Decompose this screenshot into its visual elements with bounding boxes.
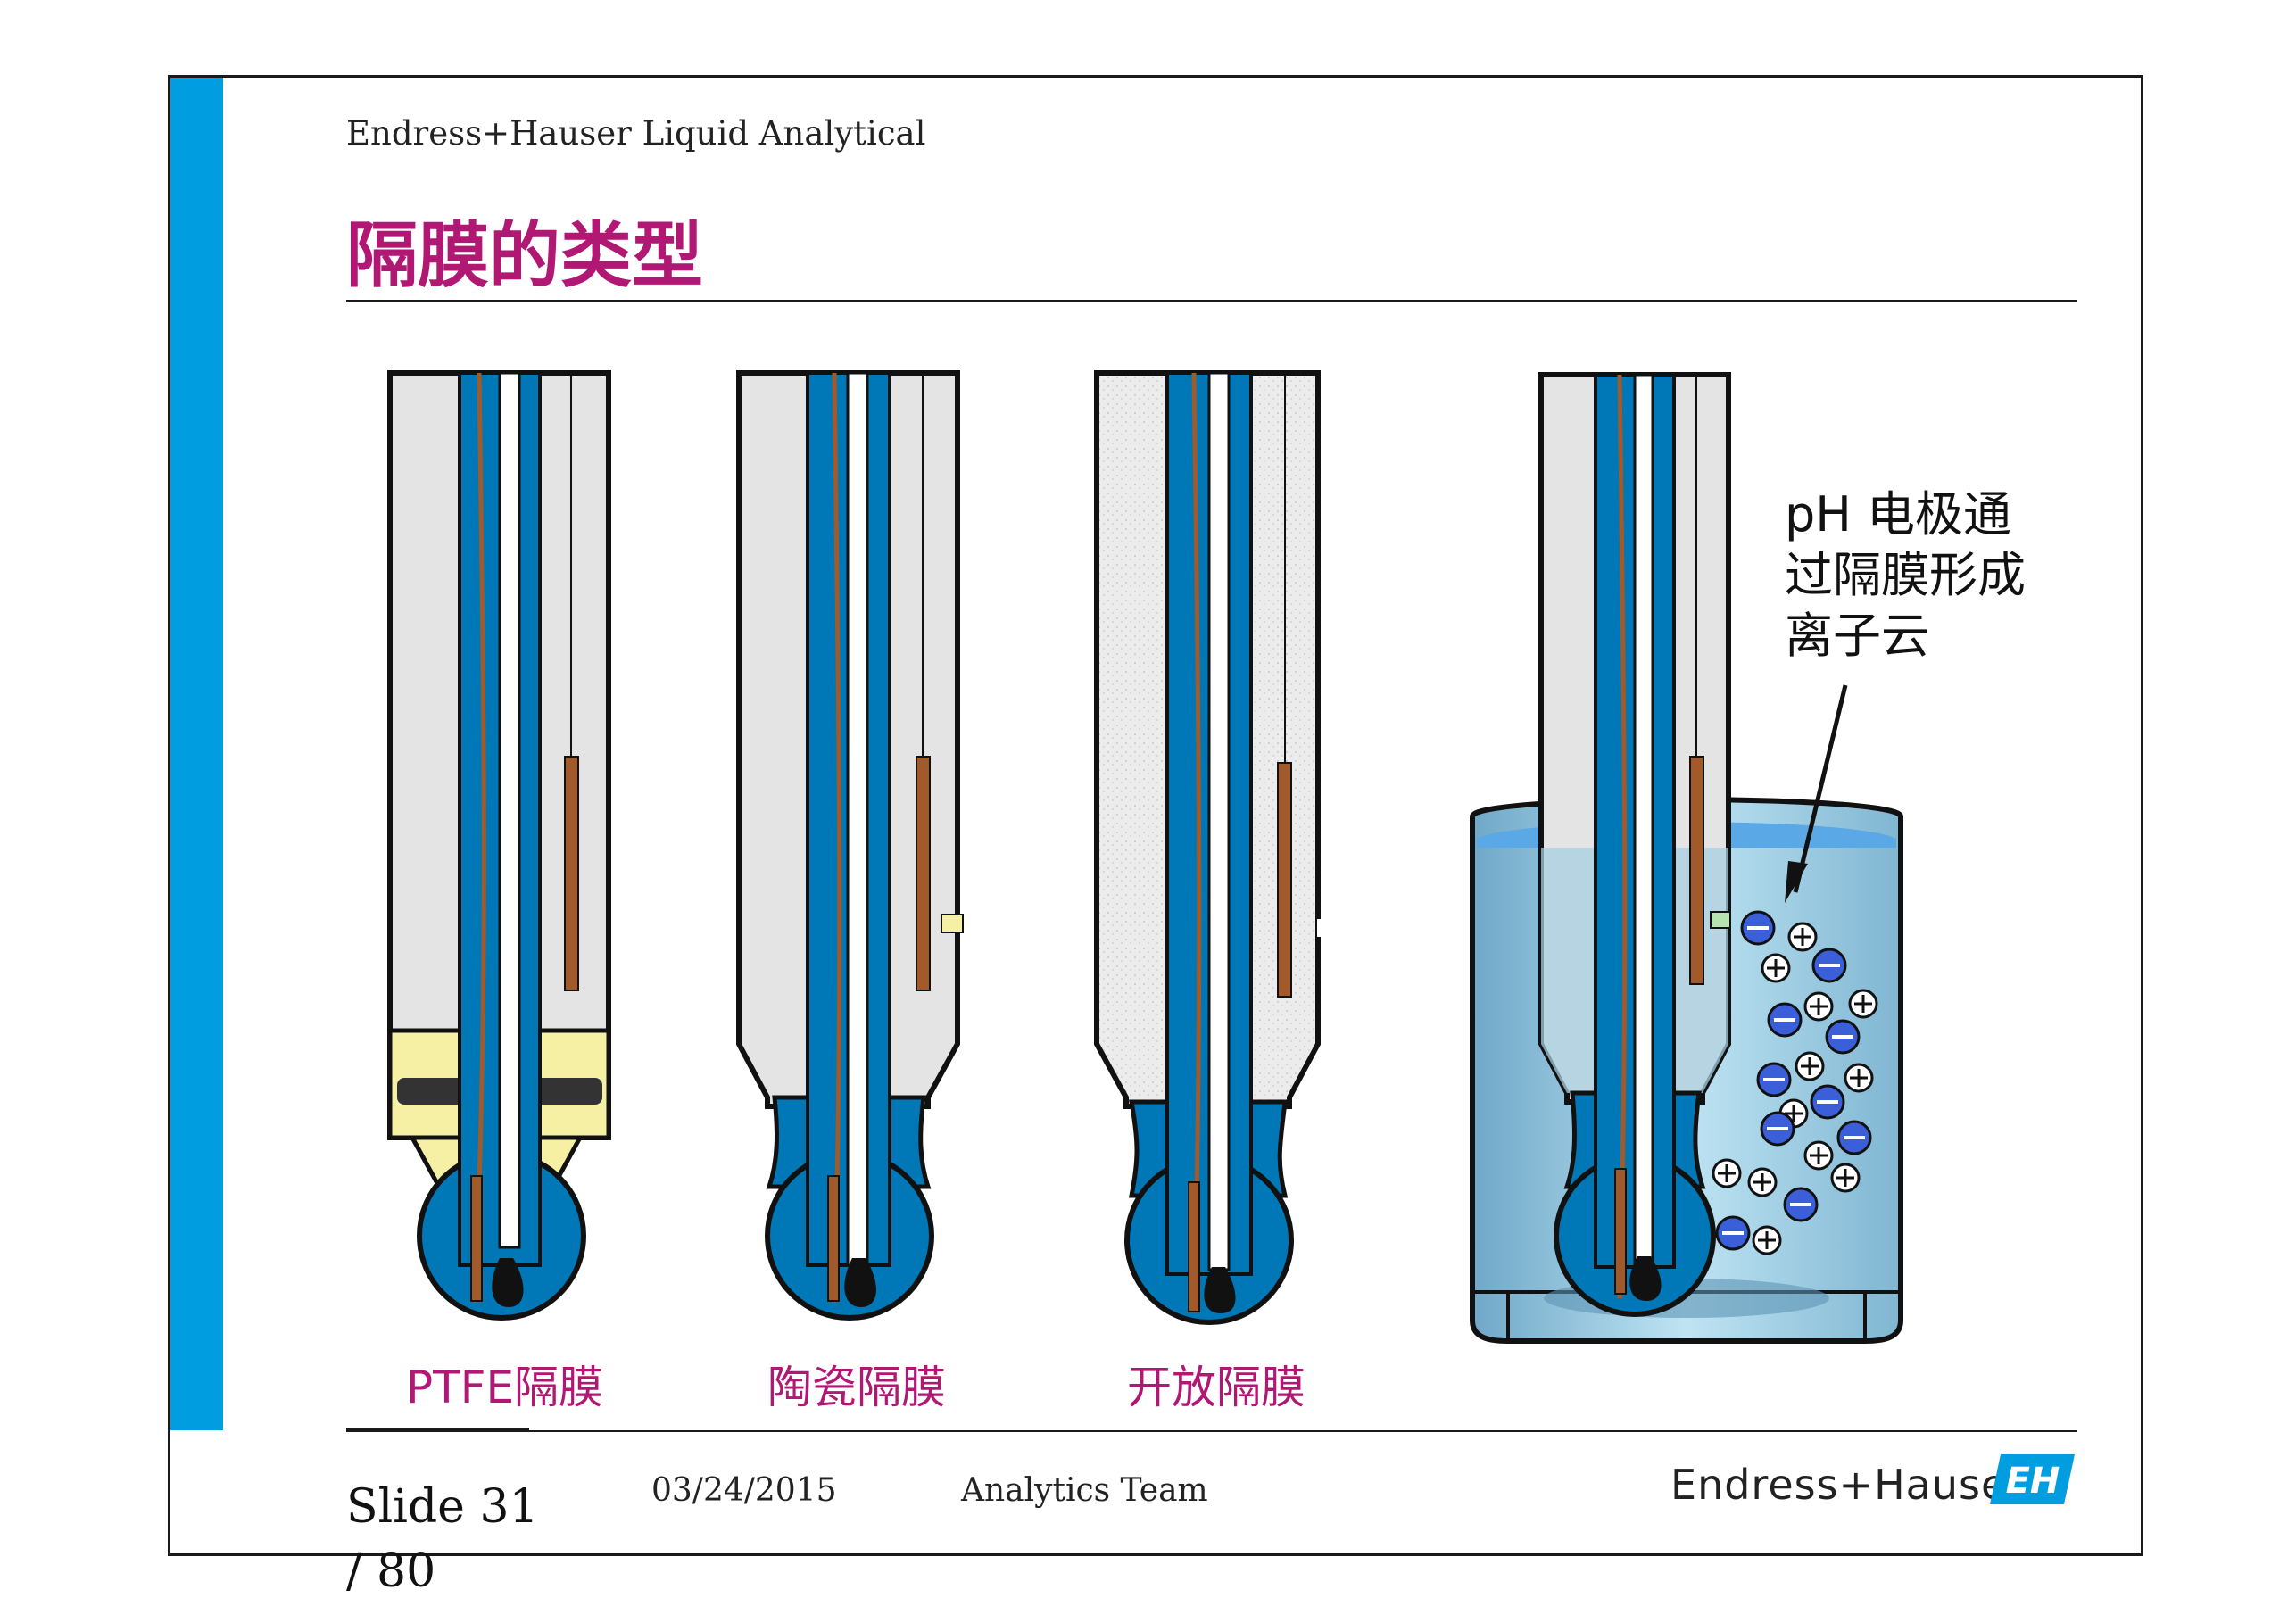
footer-divider-accent bbox=[346, 1428, 529, 1432]
slide-number-label: Slide 31 bbox=[346, 1480, 539, 1534]
footer-divider bbox=[346, 1430, 2077, 1432]
ion-cloud-annotation: pH 电极通 过隔膜形成 离子云 bbox=[1785, 484, 2070, 667]
ion-cloud bbox=[1712, 910, 1878, 1255]
ion-positive bbox=[1747, 1167, 1778, 1197]
electrode-ptfe-wire bbox=[472, 372, 486, 1304]
electrode-ptfe-outer-ref bbox=[564, 756, 579, 991]
ion-positive bbox=[1752, 1225, 1782, 1255]
beaker-electrode-junction bbox=[1710, 911, 1731, 929]
ion-positive bbox=[1844, 1063, 1874, 1093]
ion-negative bbox=[1810, 1084, 1845, 1120]
electrode-ptfe-tip bbox=[492, 1258, 524, 1307]
beaker-electrode bbox=[1470, 372, 1903, 1344]
ion-negative bbox=[1767, 1002, 1803, 1038]
company-header: Endress+Hauser Liquid Analytical bbox=[346, 114, 926, 153]
electrode-ceramic-junction bbox=[941, 914, 964, 933]
electrode-ceramic bbox=[736, 370, 964, 1321]
electrode-ptfe bbox=[387, 370, 611, 1321]
ion-positive bbox=[1787, 922, 1818, 952]
ion-positive bbox=[1761, 953, 1791, 983]
slide-number: Slide 31 / 80 bbox=[346, 1475, 539, 1598]
electrode-ptfe-inner-glass bbox=[498, 371, 521, 1249]
annotation-arrow bbox=[1793, 684, 1848, 893]
ion-negative bbox=[1715, 1215, 1751, 1251]
annotation-line: 过隔膜形成 bbox=[1785, 547, 2026, 603]
ion-negative bbox=[1836, 1120, 1872, 1155]
brand-logo-icon: EH bbox=[1990, 1454, 2075, 1504]
electrode-ptfe-ref bbox=[470, 1175, 483, 1302]
ion-negative bbox=[1760, 1111, 1795, 1147]
brand-name: Endress+Hauser bbox=[1670, 1461, 2026, 1509]
ion-negative bbox=[1825, 1019, 1861, 1055]
slide-title: 隔膜的类型 bbox=[346, 214, 703, 297]
caption-ptfe: PTFE隔膜 bbox=[406, 1362, 604, 1413]
ion-positive bbox=[1712, 1158, 1742, 1188]
annotation-line: pH 电极通 bbox=[1785, 486, 2012, 542]
annotation-line: 离子云 bbox=[1785, 608, 1929, 664]
ion-negative bbox=[1756, 1062, 1792, 1097]
ion-positive bbox=[1848, 989, 1878, 1019]
ion-positive bbox=[1803, 1140, 1834, 1171]
footer-date: 03/24/2015 bbox=[651, 1472, 837, 1509]
ion-negative bbox=[1740, 910, 1776, 946]
electrode-open bbox=[1094, 370, 1324, 1325]
ion-negative bbox=[1811, 948, 1847, 983]
accent-bar bbox=[170, 78, 223, 1430]
title-divider bbox=[346, 300, 2077, 302]
caption-open: 开放隔膜 bbox=[1127, 1362, 1305, 1413]
ion-negative bbox=[1783, 1187, 1819, 1222]
caption-ceramic: 陶瓷隔膜 bbox=[767, 1362, 946, 1413]
ion-positive bbox=[1830, 1163, 1861, 1193]
svg-text:EH: EH bbox=[2006, 1461, 2060, 1502]
ion-positive bbox=[1803, 991, 1834, 1022]
ion-positive bbox=[1795, 1051, 1825, 1081]
slide-total: / 80 bbox=[346, 1544, 436, 1598]
footer-team: Analytics Team bbox=[961, 1472, 1208, 1509]
